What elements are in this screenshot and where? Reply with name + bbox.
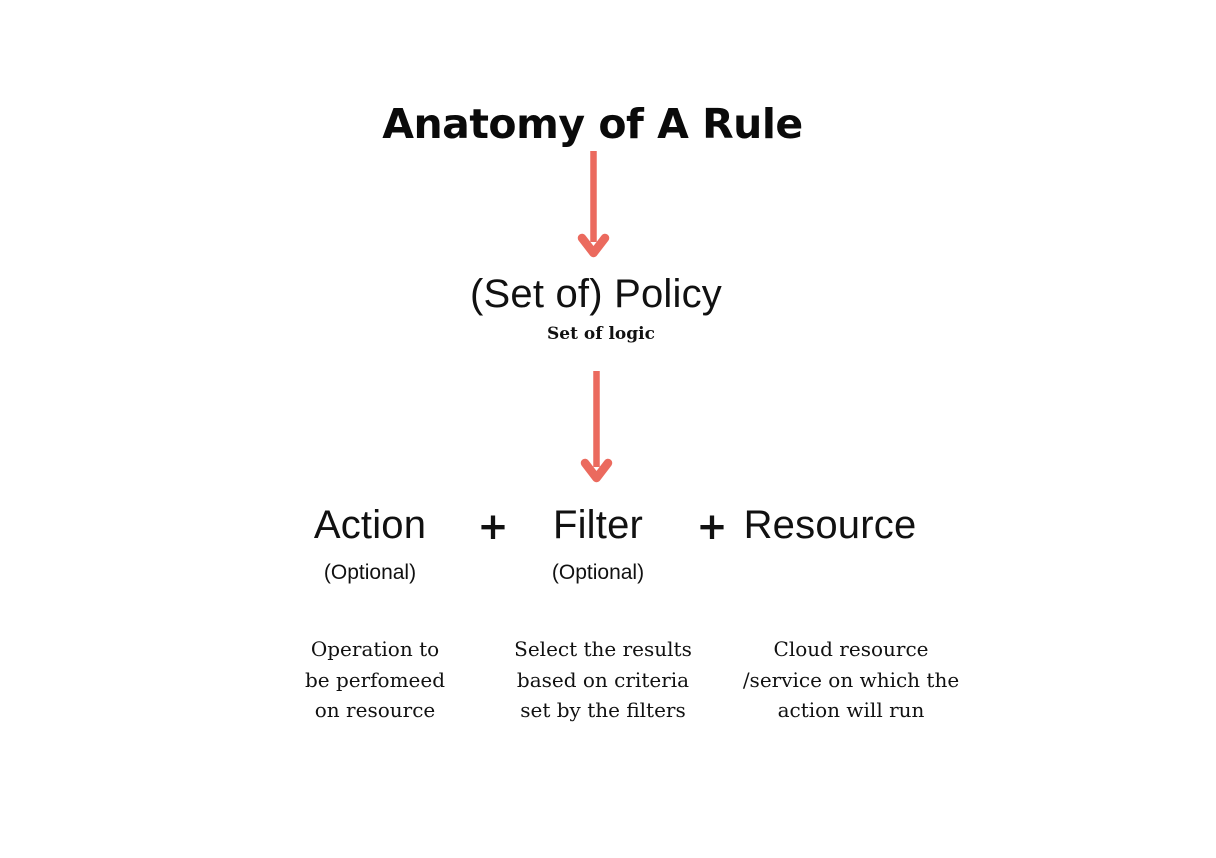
description-line: Operation to	[310, 637, 440, 661]
optional-badge-action: (Optional)	[323, 561, 417, 584]
description-line: Select the results	[514, 637, 692, 661]
description-resource: Cloud resource /service on which the act…	[720, 634, 982, 726]
description-line: /service on which the	[742, 667, 960, 692]
policy-sublabel: Set of logic	[547, 324, 655, 344]
description-filter: Select the results based on criteria set…	[483, 634, 723, 726]
description-line: Cloud resource	[773, 637, 929, 661]
component-label-resource: Resource	[743, 503, 917, 547]
title-to-policy-arrow-icon	[577, 151, 610, 258]
description-line: on resource	[314, 698, 436, 722]
plus-operator-1: +	[477, 505, 509, 548]
policy-to-components-arrow-icon	[580, 371, 613, 483]
optional-badge-filter: (Optional)	[551, 561, 645, 584]
page-title: Anatomy of A Rule	[382, 100, 803, 148]
component-label-filter: Filter	[552, 503, 644, 547]
description-line: based on criteria	[516, 667, 690, 692]
description-line: be perfomeed	[304, 667, 446, 692]
description-line: set by the filters	[520, 698, 686, 722]
plus-operator-2: +	[696, 505, 728, 548]
description-line: action will run	[777, 698, 925, 722]
description-action: Operation to be perfomeed on resource	[255, 634, 495, 726]
policy-label: (Set of) Policy	[470, 272, 722, 316]
component-label-action: Action	[313, 503, 427, 547]
